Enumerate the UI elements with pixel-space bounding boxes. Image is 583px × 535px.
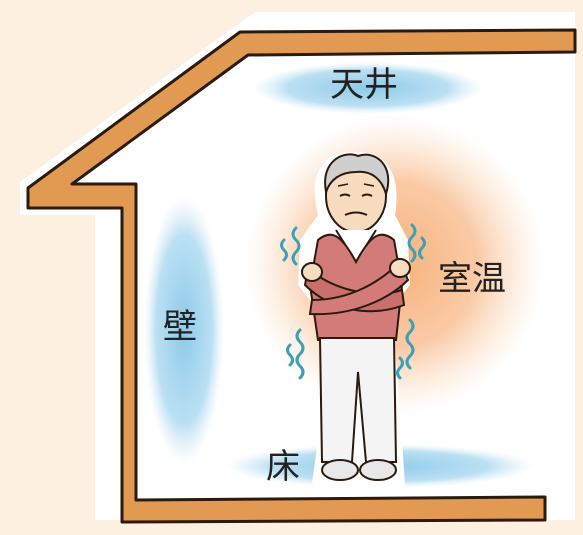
wall-cold-spot	[144, 195, 224, 465]
wall-label: 壁	[163, 307, 197, 347]
floor-label: 床	[266, 447, 300, 487]
shiver-lines-icon	[280, 223, 426, 380]
ceiling-cold-spot	[253, 62, 483, 114]
room-temp-label: 室温	[438, 259, 506, 299]
house-outline-icon	[26, 28, 577, 524]
ceiling-label: 天井	[330, 65, 398, 105]
shivering-elderly-man-icon	[298, 151, 411, 495]
